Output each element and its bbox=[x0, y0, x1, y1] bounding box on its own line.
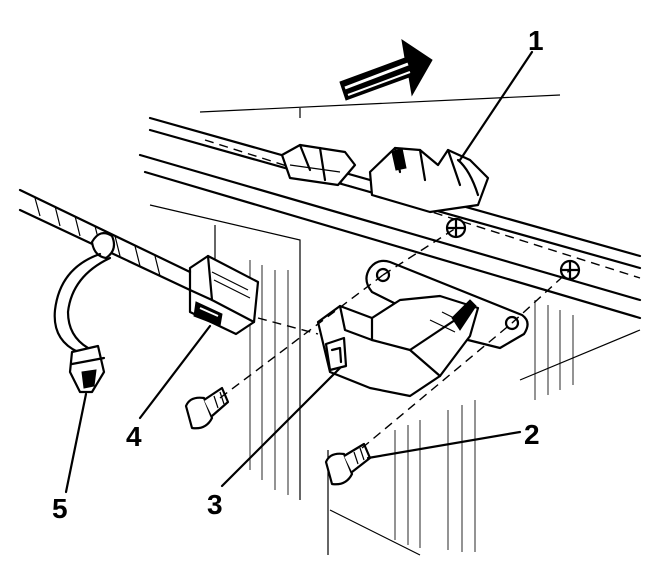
leader-lines bbox=[64, 50, 534, 494]
latch-striker bbox=[368, 146, 490, 214]
rail-clip bbox=[280, 143, 357, 187]
module-housing bbox=[316, 294, 480, 398]
electrical-connector bbox=[188, 254, 260, 336]
leader-5 bbox=[64, 392, 88, 494]
wire-harness bbox=[18, 188, 192, 354]
callout-5: 5 bbox=[52, 493, 68, 524]
leader-2 bbox=[366, 430, 522, 460]
leader-4 bbox=[138, 324, 212, 420]
panel-hatching bbox=[249, 260, 574, 552]
direction-arrow-icon bbox=[339, 38, 433, 101]
callout-2: 2 bbox=[524, 419, 540, 450]
bolt-right bbox=[324, 442, 372, 486]
callout-3: 3 bbox=[207, 489, 223, 520]
bolt-left bbox=[184, 386, 230, 430]
assembly-guide-lines bbox=[219, 227, 571, 449]
leader-3 bbox=[220, 366, 342, 488]
push-pin-retainer bbox=[68, 344, 106, 394]
callout-1: 1 bbox=[528, 25, 544, 56]
callout-4: 4 bbox=[126, 421, 142, 452]
rail-stud-left bbox=[445, 217, 467, 239]
leader-1 bbox=[458, 50, 534, 162]
